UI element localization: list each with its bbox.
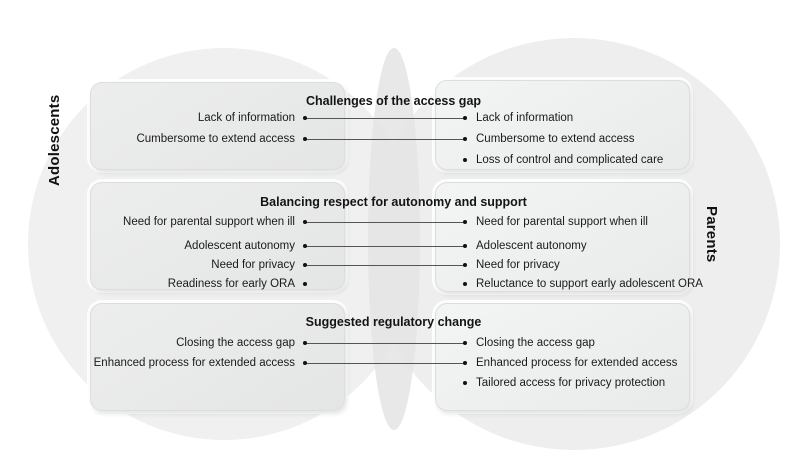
bullet-icon <box>463 244 467 248</box>
panel-parents-regulatory <box>435 303 690 411</box>
list-item: Enhanced process for extended access <box>476 357 678 369</box>
panel-adolescents-regulatory <box>90 303 345 411</box>
list-item: Need for privacy <box>476 259 560 271</box>
list-item: Adolescent autonomy <box>184 240 295 252</box>
bullet-icon <box>463 158 467 162</box>
bullet-icon <box>303 137 307 141</box>
connector-line <box>306 343 464 344</box>
bullet-icon <box>303 116 307 120</box>
bullet-icon <box>303 361 307 365</box>
panel-parents-autonomy <box>435 182 690 292</box>
bullet-icon <box>303 244 307 248</box>
panel-adolescents-autonomy <box>90 182 345 290</box>
bullet-icon <box>303 341 307 345</box>
list-item: Enhanced process for extended access <box>93 357 295 369</box>
list-item: Reluctance to support early adolescent O… <box>476 278 703 290</box>
circle-label-parents: Parents <box>703 206 720 263</box>
panel-parents-challenges <box>435 80 690 170</box>
bullet-icon <box>463 381 467 385</box>
list-item: Need for parental support when ill <box>476 216 648 228</box>
bullet-icon <box>463 116 467 120</box>
bullet-icon <box>463 263 467 267</box>
connector-line <box>306 222 464 223</box>
list-item: Need for parental support when ill <box>123 216 295 228</box>
connector-line <box>306 118 464 119</box>
list-item: Adolescent autonomy <box>476 240 587 252</box>
bullet-icon <box>303 220 307 224</box>
bullet-icon <box>463 220 467 224</box>
bullet-icon <box>463 282 467 286</box>
connector-line <box>306 139 464 140</box>
list-item: Lack of information <box>476 112 574 124</box>
bullet-icon <box>463 137 467 141</box>
list-item: Tailored access for privacy protection <box>476 377 666 389</box>
list-item: Loss of control and complicated care <box>476 154 664 166</box>
list-item: Cumbersome to extend access <box>136 133 295 145</box>
connector-line <box>306 265 464 266</box>
circle-label-adolescents: Adolescents <box>46 94 63 186</box>
bullet-icon <box>463 341 467 345</box>
list-item: Readiness for early ORA <box>167 278 295 290</box>
section-title-autonomy: Balancing respect for autonomy and suppo… <box>260 195 527 209</box>
bullet-icon <box>303 282 307 286</box>
bullet-icon <box>463 361 467 365</box>
connector-line <box>306 246 464 247</box>
connector-line <box>306 363 464 364</box>
section-title-challenges: Challenges of the access gap <box>305 94 482 108</box>
list-item: Closing the access gap <box>476 337 595 349</box>
panel-adolescents-challenges <box>90 82 345 170</box>
bullet-icon <box>303 263 307 267</box>
section-title-regulatory: Suggested regulatory change <box>305 315 482 329</box>
list-item: Closing the access gap <box>176 337 295 349</box>
list-item: Need for privacy <box>211 259 295 271</box>
list-item: Lack of information <box>197 112 295 124</box>
venn-overlap-region <box>368 48 420 430</box>
list-item: Cumbersome to extend access <box>476 133 635 145</box>
